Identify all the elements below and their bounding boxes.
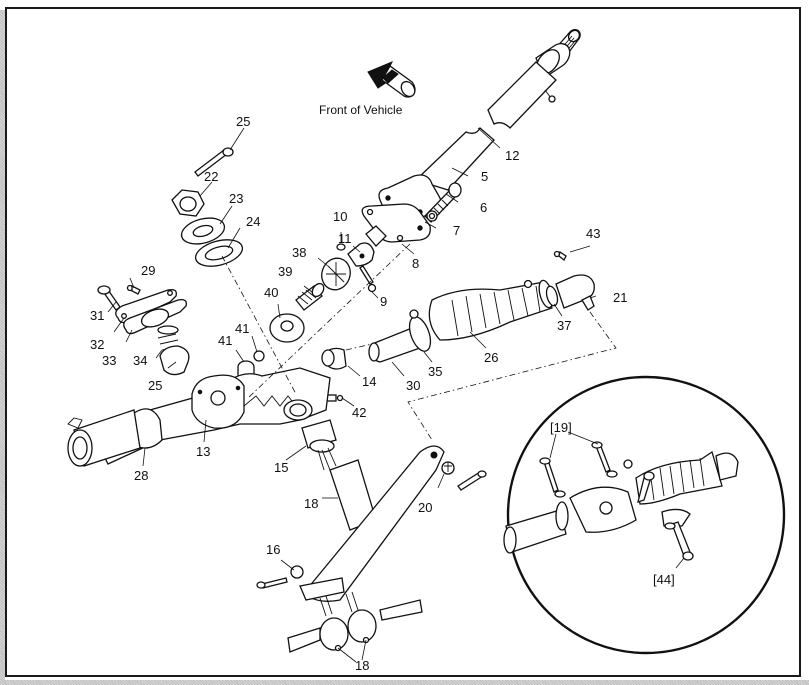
direction-arrow-icon [367,61,416,98]
spring-34 [157,325,179,351]
callout-41: 41 [218,333,232,348]
callout-7: 7 [453,223,460,238]
castle-nut-20 [441,461,455,475]
frame-shadow-left [0,10,5,685]
pitman-arm [299,445,445,602]
yoke-26 [159,345,190,376]
boot-27 [428,281,553,341]
steering-column [414,29,581,191]
bolt-31 [97,285,121,311]
callout-14: 14 [362,374,376,389]
bushing-39 [269,313,305,343]
callout-21: 21 [613,290,627,305]
pinion-gear-38 [295,282,325,311]
bushing-14 [321,347,347,370]
callout-34: 34 [133,353,147,368]
callout-11: 11 [338,231,352,246]
coupling-11 [347,242,375,267]
inset-callout-44: [44] [653,572,675,587]
washer-24 [194,239,244,267]
callout-10: 10 [333,209,347,224]
callout-25: 25 [236,114,250,129]
callout-13: 13 [196,444,210,459]
callout-5: 5 [481,169,488,184]
column-flange [361,174,442,247]
callout-30: 30 [406,378,420,393]
callout-43: 43 [586,226,600,241]
callout-29: 29 [141,263,155,278]
callout-35: 35 [428,364,442,379]
callout-32: 32 [90,337,104,352]
cover-plate-32 [115,288,177,324]
castle-nut-16 [290,565,304,579]
assembly-lines [221,243,617,441]
callout-15: 15 [274,460,288,475]
callout-42: 42 [352,405,366,420]
pin-9 [359,265,377,293]
seal-15 [301,419,337,453]
cotter-pin-25 [194,147,234,177]
callout-39: 40 [264,285,278,300]
callout-31: 31 [90,308,104,323]
callout-8: 8 [412,256,419,271]
tie-rod-end-21 [555,274,595,311]
frame-shadow-bottom [0,680,809,685]
callout-24: 24 [246,214,260,229]
callout-27: 26 [484,350,498,365]
nut-22 [171,189,205,217]
grease-fitting-43 [553,250,567,262]
rack-housing-13 [67,367,331,467]
disc-37 [321,257,351,291]
callout-labels: 25 22 23 24 12 5 6 7 8 10 11 38 9 39 40 … [90,114,627,673]
callout-9: 9 [380,294,387,309]
callout-38: 39 [278,264,292,279]
detail-inset [503,375,786,655]
callout-20: 20 [418,500,432,515]
callout-22: 22 [204,169,218,184]
cotter-pin-20 [457,470,487,491]
jam-nut-36 [545,285,559,307]
callout-33: 33 [102,353,116,368]
callout-28: 28 [134,468,148,483]
callout-16: 16 [266,542,280,557]
nut-10 [336,243,346,251]
washer-7 [426,210,438,222]
callout-26: 25 [148,378,162,393]
rack-30 [368,327,421,363]
cotter-pin-16 [256,577,288,589]
set-screw [544,89,556,103]
inset-callout-19: [19] [550,420,572,435]
callout-12: 12 [505,148,519,163]
callout-18b: 18 [355,658,369,673]
callout-40: 41 [235,321,249,336]
leader-lines [107,127,597,663]
grease-fitting-42 [325,394,344,402]
callout-37: 38 [292,245,306,260]
drag-links-18 [287,591,423,653]
callout-23: 23 [229,191,243,206]
washer-23 [180,217,226,245]
front-of-vehicle-label: Front of Vehicle [319,103,403,117]
callout-36: 37 [557,318,571,333]
snap-ring-40 [253,350,265,362]
callout-18a: 18 [304,496,318,511]
clamp-35 [408,309,432,352]
callout-6: 6 [480,200,487,215]
